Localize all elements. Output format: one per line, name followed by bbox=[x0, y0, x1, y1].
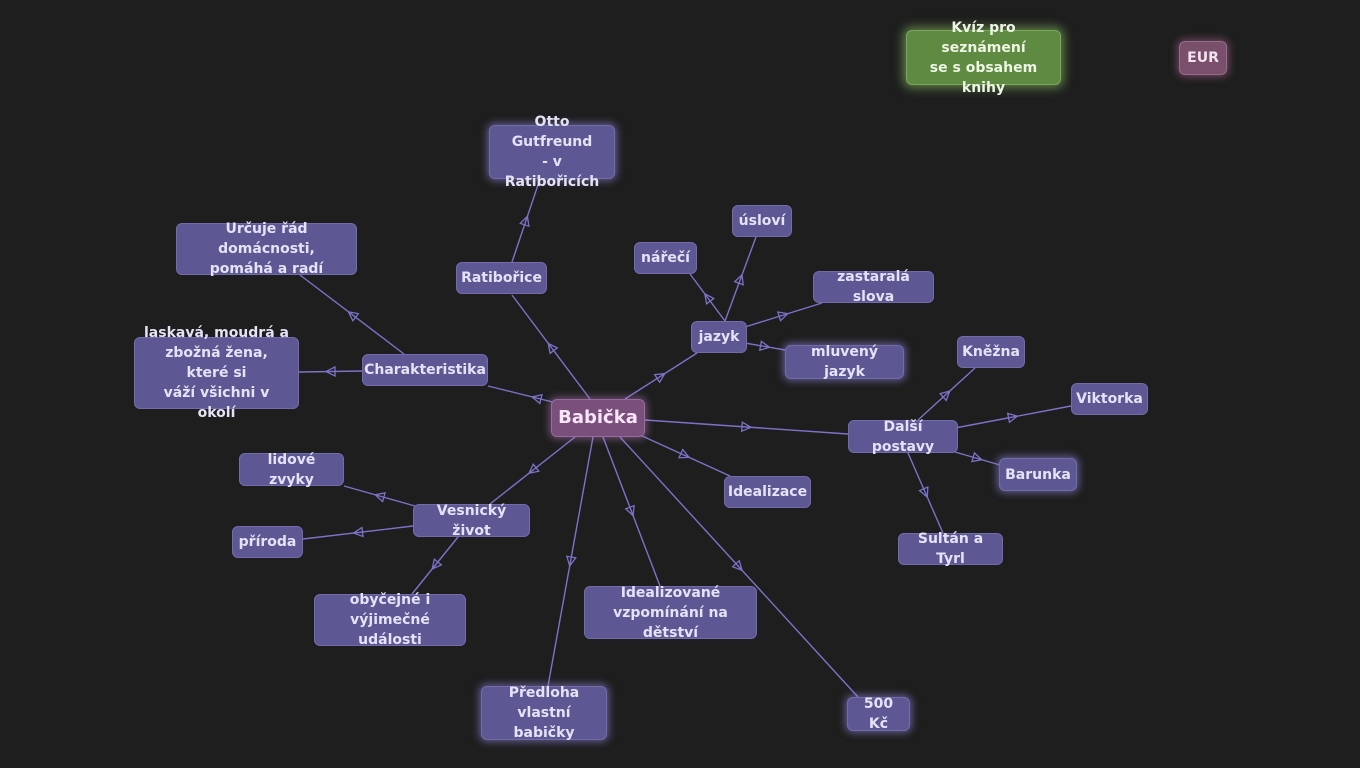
node-mluveny-jazyk[interactable]: mluvený jazyk bbox=[785, 344, 904, 380]
edge-arrow-9 bbox=[758, 340, 771, 352]
node-otto-gutfreund[interactable]: Otto Gutfreund - v Ratibořicích bbox=[489, 114, 615, 190]
edge-arrow-20 bbox=[624, 504, 635, 518]
edge-10 bbox=[644, 419, 849, 435]
edge-22 bbox=[619, 436, 859, 698]
edge-arrow-13 bbox=[971, 451, 984, 463]
edge-arrow-12 bbox=[1006, 412, 1019, 424]
node-ratiborice[interactable]: Ratibořice bbox=[456, 262, 547, 294]
edge-arrow-7 bbox=[733, 273, 744, 286]
node-idealizace[interactable]: Idealizace bbox=[724, 476, 811, 508]
edge-0 bbox=[511, 294, 591, 400]
edge-21 bbox=[547, 436, 594, 687]
edge-17 bbox=[343, 485, 416, 507]
edge-arrow-3 bbox=[347, 310, 360, 323]
node-jazyk[interactable]: jazyk bbox=[691, 321, 747, 353]
node-knezna[interactable]: Kněžna bbox=[957, 336, 1025, 368]
edge-arrow-19 bbox=[431, 558, 443, 571]
quiz-button[interactable]: Kvíz pro seznámení se s obsahem knihy bbox=[906, 20, 1061, 96]
node-priroda[interactable]: příroda bbox=[232, 526, 303, 558]
edge-15 bbox=[639, 434, 731, 477]
node-zastarala-slova[interactable]: zastaralá slova bbox=[813, 269, 934, 305]
node-uslovi[interactable]: úsloví bbox=[732, 205, 792, 237]
node-predloha[interactable]: Předloha vlastní babičky bbox=[481, 685, 607, 741]
node-dalsi-postavy[interactable]: Další postavy bbox=[848, 419, 958, 455]
edge-arrow-4 bbox=[324, 365, 336, 377]
node-idealizovane-vzpominani[interactable]: Idealizované vzpomínání na dětství bbox=[584, 585, 757, 641]
edge-arrow-8 bbox=[776, 311, 790, 322]
edge-7 bbox=[724, 236, 757, 322]
edge-19 bbox=[411, 536, 459, 595]
edge-1 bbox=[511, 178, 541, 263]
node-sultan-a-tyrl[interactable]: Sultán a Tyrl bbox=[898, 531, 1003, 567]
node-500-kc[interactable]: 500 Kč bbox=[847, 696, 910, 732]
edge-16 bbox=[489, 436, 576, 505]
node-laskava-zena[interactable]: laskavá, moudrá a zbožná žena, které si … bbox=[134, 325, 299, 421]
edge-arrow-14 bbox=[918, 486, 929, 499]
edge-9 bbox=[744, 342, 786, 351]
edge-arrow-10 bbox=[740, 421, 753, 433]
edge-arrow-0 bbox=[547, 342, 559, 355]
edge-arrow-6 bbox=[703, 292, 716, 305]
node-lidove-zvyky[interactable]: lidové zvyky bbox=[239, 452, 344, 488]
node-babicka[interactable]: Babička bbox=[551, 399, 645, 437]
node-charakteristika[interactable]: Charakteristika bbox=[362, 354, 488, 386]
edge-12 bbox=[954, 405, 1072, 429]
edge-arrow-21 bbox=[565, 555, 577, 568]
edge-13 bbox=[954, 451, 1001, 466]
edge-20 bbox=[602, 436, 661, 587]
edge-3 bbox=[299, 274, 405, 355]
edge-arrow-18 bbox=[352, 526, 364, 538]
node-barunka[interactable]: Barunka bbox=[999, 458, 1077, 491]
node-nareci[interactable]: nářečí bbox=[634, 242, 697, 274]
node-vesnicky-zivot[interactable]: Vesnický život bbox=[413, 503, 530, 539]
node-viktorka[interactable]: Viktorka bbox=[1071, 383, 1148, 415]
edge-11 bbox=[917, 367, 976, 421]
edge-arrow-5 bbox=[653, 372, 667, 384]
edge-14 bbox=[907, 452, 944, 534]
node-obycejne-udalosti[interactable]: obyčejné i výjimečné události bbox=[314, 592, 466, 648]
edge-arrow-2 bbox=[530, 393, 543, 405]
edge-8 bbox=[744, 302, 823, 328]
edge-18 bbox=[302, 525, 414, 540]
edge-arrow-17 bbox=[373, 492, 386, 503]
edge-5 bbox=[624, 352, 698, 400]
edge-arrow-1 bbox=[519, 214, 530, 228]
edge-arrow-22 bbox=[731, 559, 744, 572]
edge-arrow-15 bbox=[678, 448, 691, 459]
edge-arrow-11 bbox=[938, 389, 951, 402]
edge-4 bbox=[298, 370, 363, 373]
edge-6 bbox=[689, 273, 726, 322]
edge-arrow-16 bbox=[527, 462, 540, 475]
eur-button[interactable]: EUR bbox=[1179, 41, 1227, 75]
node-urcuje-rad[interactable]: Určuje řád domácnosti, pomáhá a radí bbox=[176, 221, 357, 277]
